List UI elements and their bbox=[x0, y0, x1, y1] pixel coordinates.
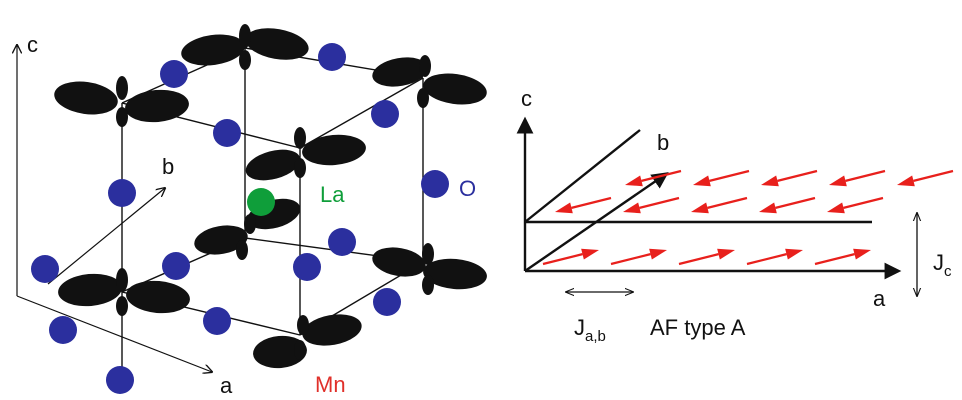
o-atom bbox=[108, 179, 136, 207]
spin-arrow-head bbox=[625, 175, 643, 187]
spin-arrow-head bbox=[581, 248, 599, 260]
o-atom bbox=[371, 100, 399, 128]
o-label: O bbox=[459, 176, 476, 201]
b-axis-line-right bbox=[524, 129, 641, 223]
spin-axes bbox=[516, 116, 902, 280]
spin-arrow-head bbox=[717, 248, 735, 260]
spin-arrow-head bbox=[759, 202, 777, 214]
spin-arrow-shaft bbox=[843, 196, 884, 209]
spin-arrow-head bbox=[827, 202, 845, 214]
spin-arrow-shaft bbox=[775, 196, 816, 209]
o-atom bbox=[421, 170, 449, 198]
mn-orbital-top-front bbox=[245, 127, 366, 181]
spin-arrows bbox=[542, 169, 954, 266]
spin-arrow-shaft bbox=[542, 253, 583, 266]
spin-arrow-shaft bbox=[746, 253, 787, 266]
oxygen-atoms bbox=[31, 43, 449, 394]
spin-arrow-head bbox=[761, 175, 779, 187]
perovskite-structure: c b a bbox=[17, 24, 487, 398]
spin-arrow-head bbox=[785, 248, 803, 260]
af-type-caption: AF type A bbox=[650, 315, 746, 340]
b-axis-label: b bbox=[162, 154, 174, 179]
o-atom bbox=[318, 43, 346, 71]
o-atom bbox=[160, 60, 188, 88]
spin-arrow-shaft bbox=[845, 169, 886, 182]
o-atom bbox=[328, 228, 356, 256]
spin-arrow-head bbox=[555, 202, 573, 214]
spin-arrow-shaft bbox=[639, 196, 680, 209]
spin-arrow-shaft bbox=[913, 169, 954, 182]
spin-arrow-shaft bbox=[641, 169, 682, 182]
o-atom bbox=[203, 307, 231, 335]
b-axis-label-right: b bbox=[657, 130, 669, 155]
spin-arrow-shaft bbox=[610, 253, 651, 266]
j-ab-label: Ja,b bbox=[574, 315, 606, 345]
mn-orbital-bottom-right bbox=[372, 243, 487, 295]
mn-orbital-bottom-left bbox=[58, 268, 190, 316]
o-atom bbox=[373, 288, 401, 316]
mn-label: Mn bbox=[315, 372, 346, 397]
c-axis-label-right: c bbox=[521, 86, 532, 111]
o-atom bbox=[31, 255, 59, 283]
mn-orbital-bottom-back bbox=[194, 198, 301, 260]
spin-arrow-head bbox=[853, 248, 871, 260]
j-ab-subscript: a,b bbox=[585, 328, 606, 345]
o-atom bbox=[293, 253, 321, 281]
spin-arrow-shaft bbox=[707, 196, 748, 209]
spin-arrow-shaft bbox=[571, 196, 612, 209]
o-atom bbox=[49, 316, 77, 344]
o-atom bbox=[213, 119, 241, 147]
a-axis-label: a bbox=[220, 373, 233, 398]
spin-arrow-head bbox=[897, 175, 915, 187]
crystal-axes bbox=[17, 45, 212, 372]
o-atom bbox=[162, 252, 190, 280]
a-axis-label-right: a bbox=[873, 286, 886, 311]
j-c-main: J bbox=[933, 250, 944, 275]
spin-arrow-head bbox=[691, 202, 709, 214]
o-atom bbox=[106, 366, 134, 394]
la-label: La bbox=[320, 182, 345, 207]
a-axis-line bbox=[16, 295, 212, 372]
j-c-label: Jc bbox=[933, 250, 952, 280]
af-type-a-diagram: c b a Ja,b Jc AF type A bbox=[516, 86, 954, 345]
spin-arrow-head bbox=[623, 202, 641, 214]
spin-arrow-shaft bbox=[777, 169, 818, 182]
mn-orbital-bottom-front bbox=[253, 314, 362, 369]
spin-arrow-shaft bbox=[814, 253, 855, 266]
spin-arrow-head bbox=[649, 248, 667, 260]
spin-arrow-head bbox=[829, 175, 847, 187]
j-c-subscript: c bbox=[944, 263, 952, 280]
j-ab-main: J bbox=[574, 315, 585, 340]
mn-orbital-top-back bbox=[181, 24, 309, 70]
spin-arrow-shaft bbox=[709, 169, 750, 182]
b-axis-line bbox=[47, 188, 165, 285]
spin-arrow-shaft bbox=[678, 253, 719, 266]
la-atom bbox=[247, 188, 275, 216]
spin-arrow-head bbox=[693, 175, 711, 187]
mn-orbital-top-left bbox=[54, 76, 189, 127]
c-axis-label: c bbox=[27, 32, 38, 57]
mn-orbital-top-right bbox=[372, 55, 487, 108]
